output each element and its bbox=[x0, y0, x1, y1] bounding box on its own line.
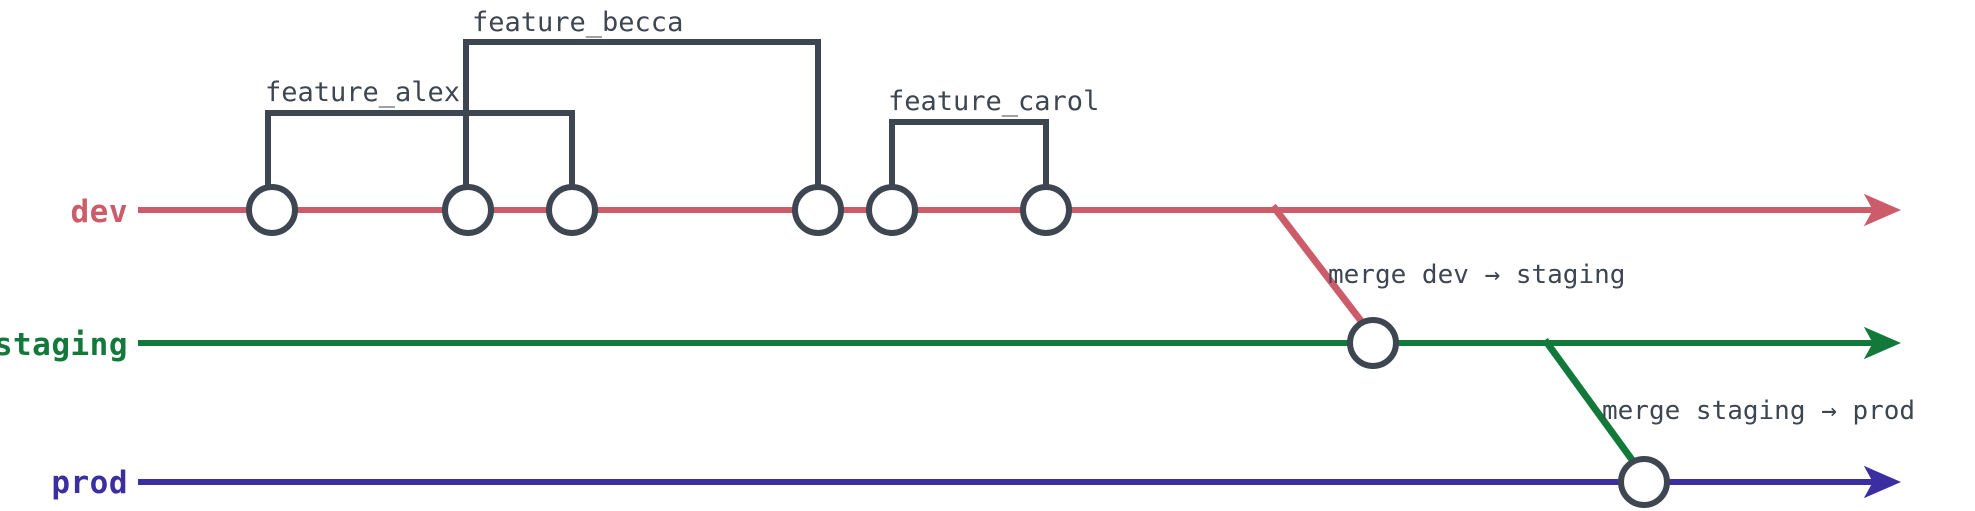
feature-bracket-group bbox=[265, 39, 1049, 190]
commit-node[interactable] bbox=[866, 184, 918, 236]
merge-line-dev-to-staging[interactable] bbox=[1270, 203, 1371, 333]
branch-label-dev[interactable]: dev bbox=[71, 194, 129, 230]
commit-node[interactable] bbox=[1618, 456, 1670, 508]
merge-label-dev-to-staging: merge dev → staging bbox=[1328, 260, 1625, 290]
feature-label-group: feature_alex feature_becca feature_carol bbox=[265, 7, 1099, 117]
commit-nodes-group bbox=[246, 184, 1670, 508]
branch-label-prod[interactable]: prod bbox=[51, 465, 128, 501]
feature-label-carol: feature_carol bbox=[888, 86, 1099, 117]
branch-label-staging[interactable]: staging bbox=[0, 327, 128, 363]
feature-bracket-becca bbox=[463, 39, 821, 190]
merge-label-group: merge dev → staging merge staging → prod bbox=[1328, 260, 1915, 426]
feature-label-alex: feature_alex bbox=[265, 77, 460, 108]
commit-node[interactable] bbox=[1347, 317, 1399, 369]
merge-label-staging-to-prod: merge staging → prod bbox=[1602, 396, 1915, 426]
feature-bracket-carol bbox=[889, 119, 1049, 190]
commit-node[interactable] bbox=[442, 184, 494, 236]
feature-bracket-alex bbox=[265, 110, 575, 190]
merge-line-staging-to-prod[interactable] bbox=[1542, 337, 1641, 471]
commit-node[interactable] bbox=[792, 184, 844, 236]
feature-label-becca: feature_becca bbox=[472, 7, 683, 38]
commit-node[interactable] bbox=[546, 184, 598, 236]
merge-connectors-group bbox=[1270, 203, 1641, 471]
branch-label-group: dev staging prod bbox=[0, 194, 128, 501]
commit-node[interactable] bbox=[246, 184, 298, 236]
branch-lines-group bbox=[138, 193, 1901, 499]
commit-node[interactable] bbox=[1020, 184, 1072, 236]
